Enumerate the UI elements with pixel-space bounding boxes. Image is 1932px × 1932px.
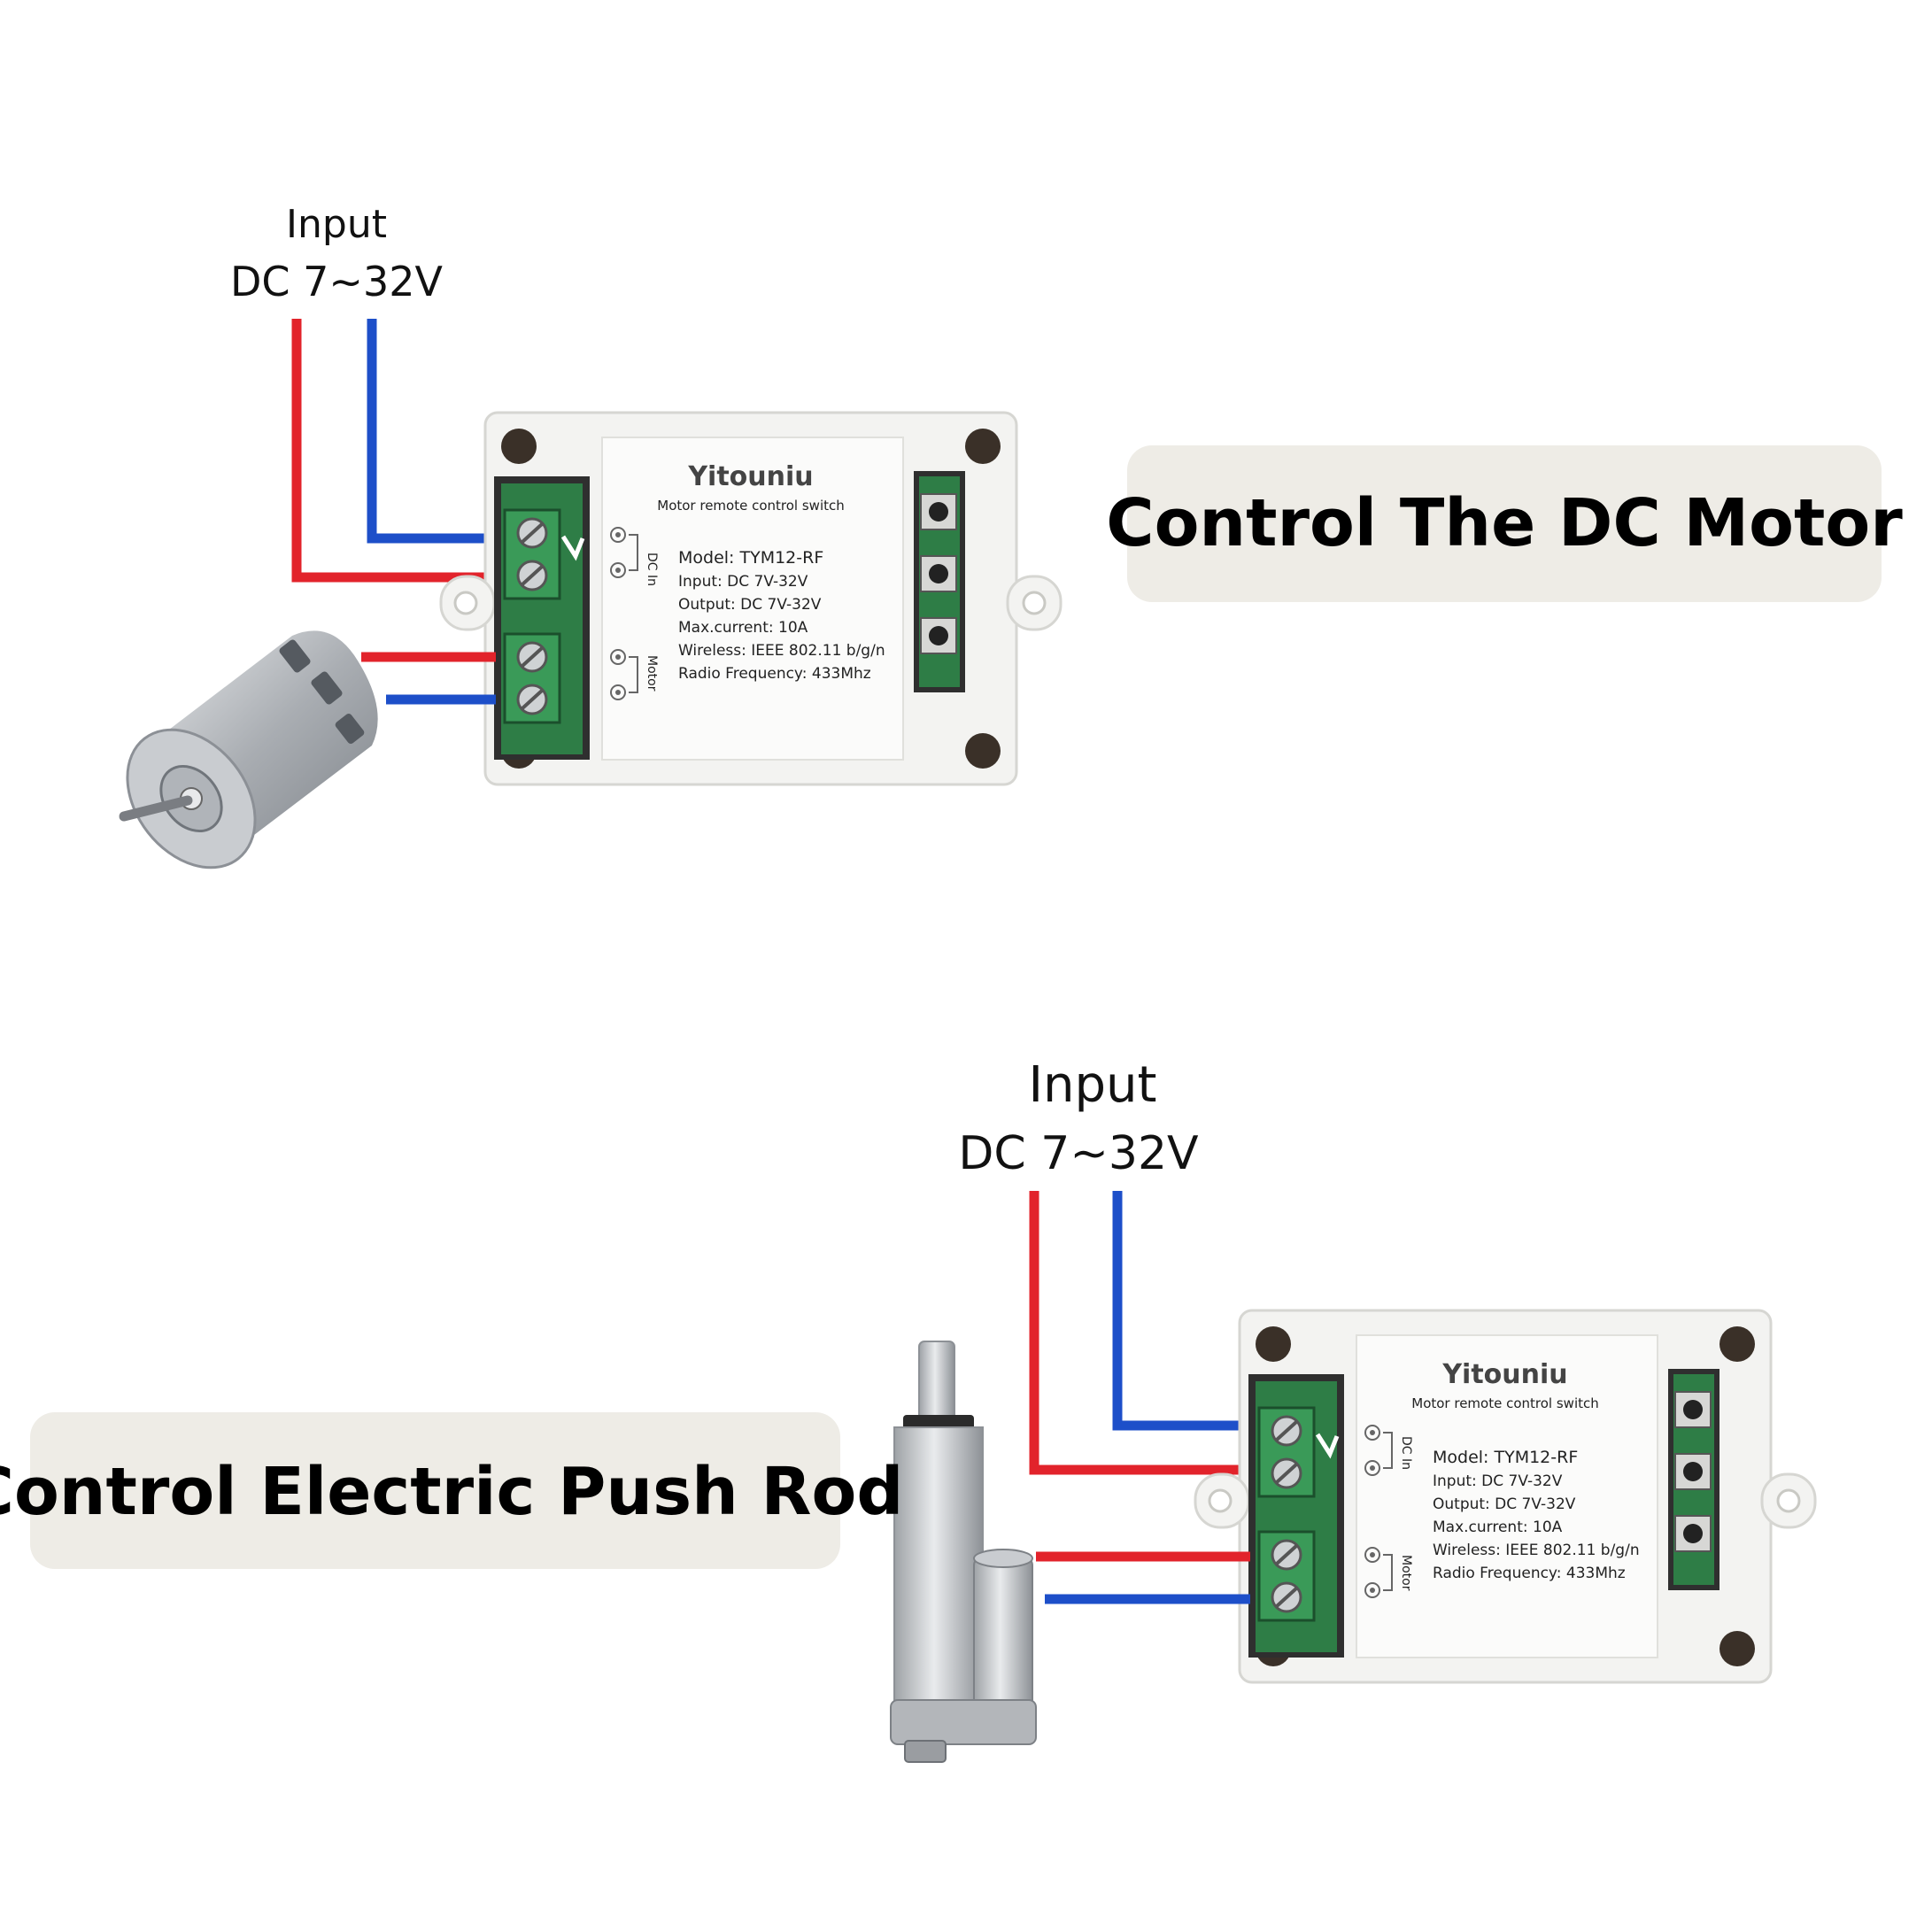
top-motor-label: Motor bbox=[645, 655, 659, 692]
top-input-label: Input bbox=[286, 202, 387, 247]
top-caption: Control The DC Motor bbox=[1106, 485, 1903, 561]
bottom-section: Input DC 7~32V Yitouniu Motor remote con… bbox=[0, 1056, 1815, 1763]
bottom-spec-model: Model: TYM12-RF bbox=[1433, 1448, 1578, 1467]
bottom-spec-input: Input: DC 7V-32V bbox=[1433, 1472, 1563, 1490]
bottom-spec-output: Output: DC 7V-32V bbox=[1433, 1495, 1576, 1513]
bottom-voltage-label: DC 7~32V bbox=[958, 1127, 1199, 1180]
bottom-module-subtitle: Motor remote control switch bbox=[1411, 1395, 1599, 1411]
top-voltage-label: DC 7~32V bbox=[230, 258, 444, 305]
top-module-brand: Yitouniu bbox=[687, 461, 813, 492]
top-dc-in-label: DC In bbox=[645, 553, 659, 586]
top-spec-output: Output: DC 7V-32V bbox=[678, 596, 822, 614]
top-module-subtitle: Motor remote control switch bbox=[657, 498, 845, 514]
bottom-spec-radio: Radio Frequency: 433Mhz bbox=[1433, 1565, 1626, 1582]
bottom-module-brand: Yitouniu bbox=[1441, 1359, 1567, 1390]
bottom-input-positive-wire bbox=[1029, 1191, 1250, 1475]
bottom-input-label: Input bbox=[1028, 1056, 1156, 1114]
top-spec-wireless: Wireless: IEEE 802.11 b/g/n bbox=[678, 642, 885, 660]
top-spec-current: Max.current: 10A bbox=[678, 619, 808, 637]
top-spec-input: Input: DC 7V-32V bbox=[678, 573, 808, 591]
bottom-motor-label: Motor bbox=[1399, 1555, 1413, 1591]
bottom-caption-box bbox=[30, 1412, 840, 1569]
dc-motor-image bbox=[119, 630, 378, 869]
electric-push-rod-image bbox=[890, 1341, 1037, 1763]
top-caption-box bbox=[1127, 445, 1882, 602]
bottom-caption: Control Electric Push Rod bbox=[0, 1454, 903, 1530]
top-spec-model: Model: TYM12-RF bbox=[678, 548, 823, 568]
bottom-dc-in-label: DC In bbox=[1399, 1436, 1413, 1470]
bottom-spec-current: Max.current: 10A bbox=[1433, 1519, 1563, 1536]
top-input-negative-wire bbox=[367, 319, 496, 544]
bottom-spec-wireless: Wireless: IEEE 802.11 b/g/n bbox=[1433, 1542, 1640, 1559]
top-spec-radio: Radio Frequency: 433Mhz bbox=[678, 665, 871, 683]
bottom-input-negative-wire bbox=[1112, 1191, 1250, 1431]
top-input-positive-wire bbox=[291, 319, 496, 583]
top-section: Input DC 7~32V Yitouniu Motor remote con… bbox=[119, 202, 1903, 869]
